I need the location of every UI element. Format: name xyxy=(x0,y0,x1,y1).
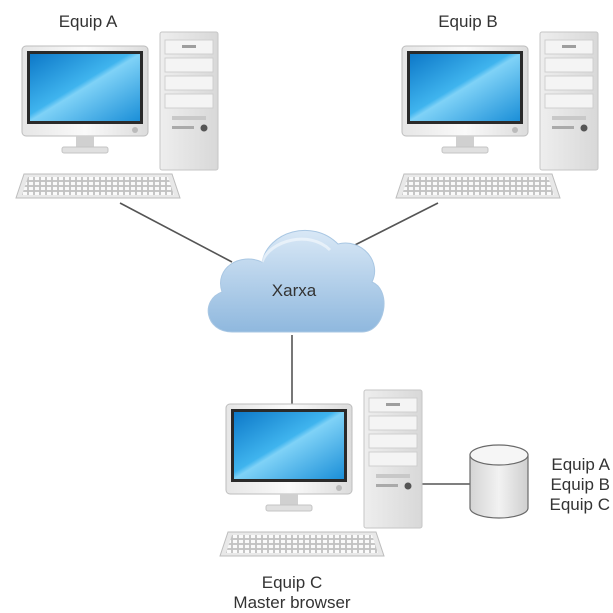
computer-equip-c xyxy=(219,389,423,557)
equip-c-label: Equip C xyxy=(261,573,323,592)
browse-list-item: Equip C xyxy=(549,495,610,514)
equip-a-label: Equip A xyxy=(58,12,118,31)
network-label: Xarxa xyxy=(271,281,317,300)
equip-b-label: Equip B xyxy=(438,12,498,31)
computer-equip-b xyxy=(395,31,599,199)
browse-list-storage-icon xyxy=(469,444,529,519)
link-equip-a xyxy=(119,202,233,263)
network-cloud xyxy=(207,229,385,333)
computer-equip-a xyxy=(15,31,219,199)
browse-list-item: Equip B xyxy=(550,475,610,494)
link-equip-b xyxy=(344,202,439,251)
browse-list: Equip A Equip B Equip C xyxy=(530,455,610,515)
browse-list-item: Equip A xyxy=(551,455,610,474)
equip-c-role-label: Master browser xyxy=(233,593,351,612)
